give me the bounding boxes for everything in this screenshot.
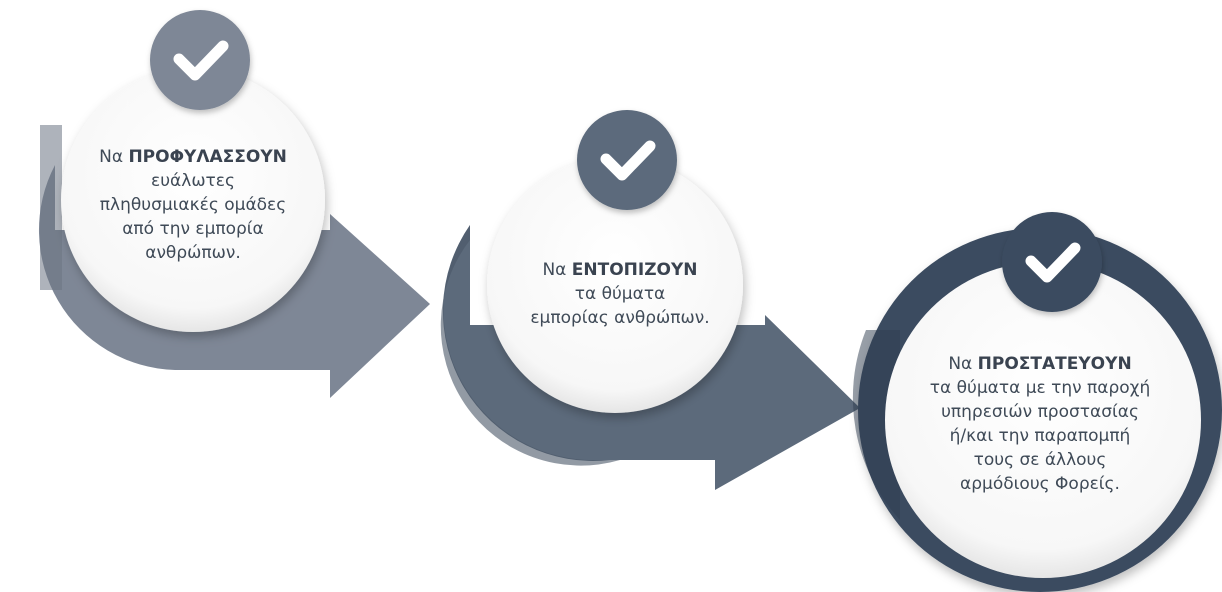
- step-3-badge: [1002, 212, 1102, 312]
- check-icon: [173, 40, 229, 81]
- step-1-band: [40, 125, 62, 290]
- step-3-circle: [885, 262, 1201, 578]
- check-icon: [600, 140, 656, 181]
- step-2-line: εμπορίας ανθρώπων.: [530, 308, 710, 328]
- step-2-heading: Να ΕΝΤΟΠΙΖΟΥΝ: [500, 258, 740, 282]
- step-1-line: πληθυσμιακές ομάδες: [99, 195, 287, 215]
- step-2-prefix: Να: [542, 260, 567, 280]
- step-2-text: Να ΕΝΤΟΠΙΖΟΥΝ τα θύματα εμπορίας ανθρώπω…: [500, 258, 740, 330]
- step-1-verb: ΠΡΟΦΥΛΑΣΣΟΥΝ: [128, 147, 287, 167]
- step-1-circle: [61, 68, 325, 332]
- step-3-line: υπηρεσιών προστασίας: [941, 402, 1139, 422]
- step-2-shape: [440, 110, 860, 490]
- step-2-circle: [487, 157, 743, 413]
- step-2-badge: [577, 110, 677, 210]
- step-1-shape: [38, 10, 430, 398]
- step-1-line: ανθρώπων.: [145, 243, 241, 263]
- step-1-line: από την εμπορία: [122, 219, 264, 239]
- step-3-shape: [852, 212, 1222, 592]
- step-3-heading: Να ΠΡΟΣΤΑΤΕΥΟΥΝ: [905, 352, 1175, 376]
- step-2-line: τα θύματα: [574, 284, 666, 304]
- step-3-prefix: Να: [948, 354, 973, 374]
- step-1-prefix: Να: [99, 147, 124, 167]
- step-3-verb: ΠΡΟΣΤΑΤΕΥΟΥΝ: [977, 354, 1132, 374]
- step-3-line: αρμόδιους Φορείς.: [960, 474, 1120, 494]
- step-1-line: ευάλωτες: [151, 171, 235, 191]
- step-1-heading: Να ΠΡΟΦΥΛΑΣΣΟΥΝ: [63, 145, 323, 169]
- check-icon: [1025, 242, 1081, 283]
- step-1-badge: [150, 10, 250, 110]
- step-2-verb: ΕΝΤΟΠΙΖΟΥΝ: [571, 260, 698, 280]
- step-3-line: τους σε άλλους: [973, 450, 1107, 470]
- step-3-text: Να ΠΡΟΣΤΑΤΕΥΟΥΝ τα θύματα με την παροχή …: [905, 352, 1175, 496]
- step-3-line: τα θύματα με την παροχή: [929, 378, 1151, 398]
- step-1-text: Να ΠΡΟΦΥΛΑΣΣΟΥΝ ευάλωτες πληθυσμιακές ομ…: [63, 145, 323, 265]
- step-3-line: ή/και την παραπομπή: [949, 426, 1131, 446]
